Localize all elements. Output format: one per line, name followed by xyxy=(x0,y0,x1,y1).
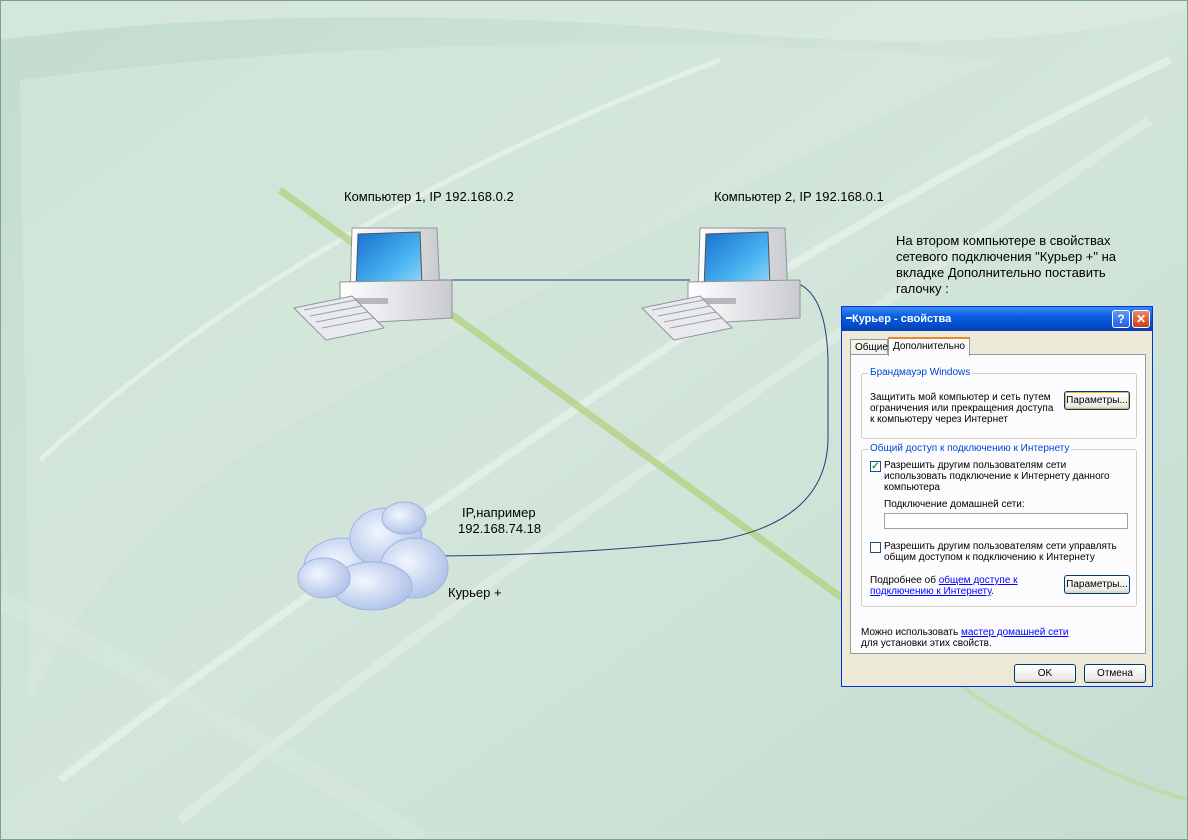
help-button[interactable]: ? xyxy=(1112,310,1130,328)
dialog-titlebar[interactable]: Курьер - свойства ? ✕ xyxy=(842,307,1152,331)
cancel-button[interactable]: Отмена xyxy=(1084,664,1146,683)
link-pc2-cloud xyxy=(429,280,829,557)
firewall-settings-button[interactable]: Параметры... xyxy=(1064,391,1130,410)
allow-share-label: Разрешить другим пользователям сети испо… xyxy=(884,460,1110,493)
tab-advanced[interactable]: Дополнительно xyxy=(888,337,970,356)
ics-more-info: Подробнее об общем доступе к подключению… xyxy=(870,575,1050,597)
firewall-text: Защитить мой компьютер и сеть путем огра… xyxy=(870,392,1054,425)
tab-panel-advanced: Брандмауэр Windows Защитить мой компьюте… xyxy=(850,354,1146,654)
firewall-group: Брандмауэр Windows Защитить мой компьюте… xyxy=(861,367,1137,439)
computer-1-icon xyxy=(292,227,453,341)
internet-cloud-icon xyxy=(297,501,449,611)
ics-more-prefix: Подробнее об xyxy=(870,575,939,586)
allow-control-checkbox[interactable] xyxy=(870,542,881,553)
ics-legend: Общий доступ к подключению к Интернету xyxy=(868,443,1072,454)
ok-button[interactable]: OK xyxy=(1014,664,1076,683)
home-network-label: Подключение домашней сети: xyxy=(884,499,1025,510)
ics-more-suffix: . xyxy=(991,586,995,597)
instruction-note: На втором компьютере в свойствах сетевог… xyxy=(896,233,1117,296)
computer-2-icon xyxy=(640,227,801,341)
ip-example-value: 192.168.74.18 xyxy=(458,521,542,536)
tab-general[interactable]: Общие xyxy=(850,339,888,355)
wizard-suffix: для установки этих свойств. xyxy=(861,638,992,649)
wizard-prefix: Можно использовать xyxy=(861,627,961,638)
properties-dialog: Курьер - свойства ? ✕ Общие Дополнительн… xyxy=(841,306,1153,687)
home-network-wizard-link[interactable]: мастер домашней сети xyxy=(960,627,1069,638)
ics-help-link[interactable]: общем доступе к подключению к Интернету xyxy=(870,575,1018,597)
allow-share-checkbox[interactable]: ✓ xyxy=(870,461,881,472)
allow-control-label: Разрешить другим пользователям сети упра… xyxy=(884,541,1117,563)
computer-2-label: Компьютер 2, IP 192.168.0.1 xyxy=(714,189,884,204)
home-network-field[interactable] xyxy=(884,513,1128,529)
cloud-label: Курьер + xyxy=(448,585,502,600)
ics-settings-button[interactable]: Параметры... xyxy=(1064,575,1130,594)
ics-group: Общий доступ к подключению к Интернету ✓… xyxy=(861,443,1137,607)
ip-example-label: IP,например xyxy=(462,505,536,520)
firewall-legend: Брандмауэр Windows xyxy=(868,367,973,378)
computer-1-label: Компьютер 1, IP 192.168.0.2 xyxy=(344,189,514,204)
dialog-title: Курьер - свойства xyxy=(852,313,952,325)
close-button[interactable]: ✕ xyxy=(1132,310,1150,328)
system-menu-icon[interactable] xyxy=(846,316,852,319)
